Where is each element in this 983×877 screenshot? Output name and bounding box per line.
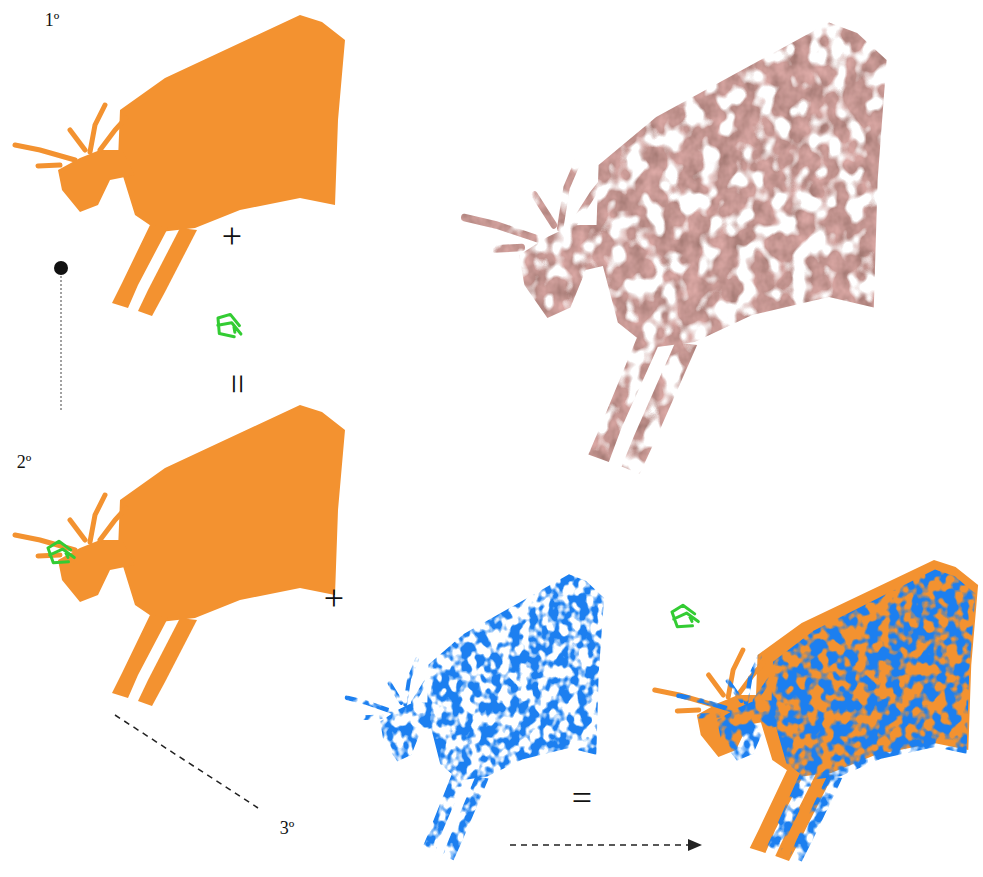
dotted-line [61,276,62,410]
deer-figure [347,574,604,860]
operator-sign: + [324,580,344,616]
deer-figure [15,15,345,316]
glyph-symbol [211,310,247,344]
dashed-arrow [510,844,690,846]
deer-figure [15,405,345,706]
operator-sign: = [219,374,255,394]
glyph-symbol [668,603,702,633]
operator-sign: + [222,218,242,254]
deer-figure [679,570,976,862]
step-number: 3º [280,819,295,837]
step-number: 1º [45,11,60,29]
arrow-head [688,839,702,851]
sequence-dot [54,261,68,275]
deer-figure [655,560,978,861]
rock-painting-photo [464,23,886,475]
dashed-line [115,715,258,808]
operator-sign: = [572,780,592,816]
step-number: 2º [17,453,32,471]
glyph-symbol [44,539,78,569]
